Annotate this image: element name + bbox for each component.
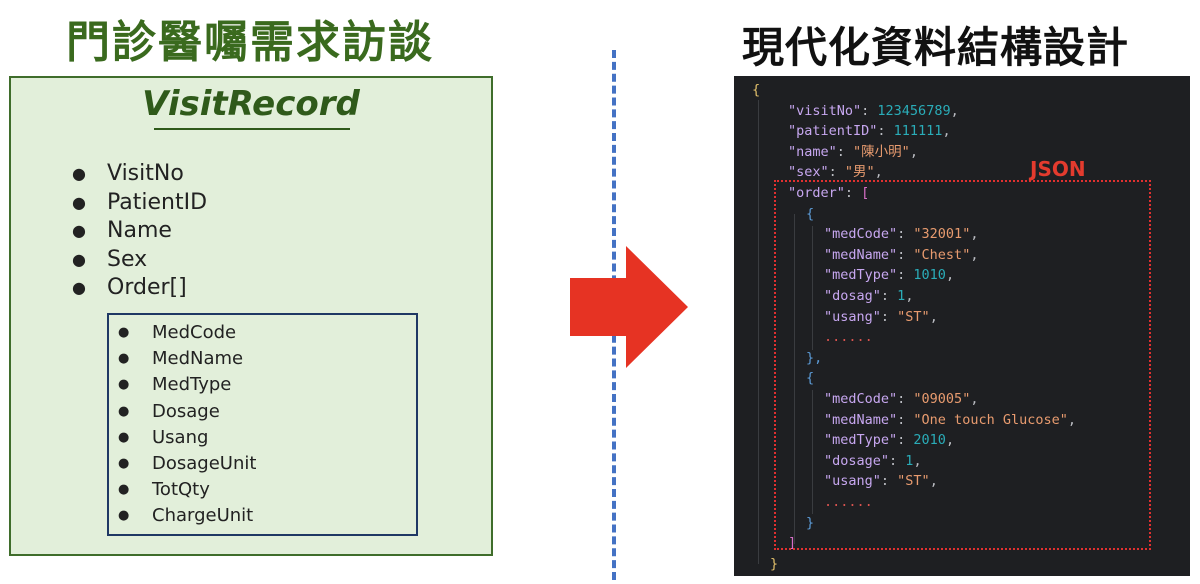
code-line: "visitNo": 123456789,	[788, 102, 959, 119]
code-line: "medCode": "09005",	[824, 391, 979, 407]
code-line: }	[770, 555, 779, 572]
code-line: "patientID": 111111,	[788, 123, 951, 140]
visit-record-panel	[9, 76, 493, 556]
order-field-label: MedCode	[152, 322, 237, 343]
order-field-label: MedType	[152, 374, 232, 396]
right-arrow-icon	[570, 246, 688, 368]
visit-record-title-underline	[154, 128, 350, 130]
code-line: {	[752, 82, 761, 98]
code-line: "medCode": "32001",	[824, 226, 979, 243]
indent-guide	[812, 226, 813, 350]
code-line: {	[806, 370, 815, 387]
bullet-icon: ●	[118, 351, 130, 367]
indent-guide	[812, 390, 813, 514]
order-fields-box	[107, 313, 418, 536]
bullet-icon: ●	[72, 278, 86, 297]
code-line: "dosage": 1,	[824, 452, 922, 469]
code-line: ......	[824, 329, 873, 346]
field-label: PatientID	[107, 189, 208, 215]
code-line: "medType": 1010,	[824, 267, 955, 284]
code-line: },	[806, 349, 823, 366]
order-field-label: DosageUnit	[152, 452, 257, 474]
order-field-label: TotQty	[152, 479, 210, 501]
code-line: "usang": "ST",	[824, 473, 938, 490]
order-field-label: ChargeUnit	[152, 505, 254, 527]
bullet-icon: ●	[118, 403, 130, 419]
code-line: {	[806, 205, 815, 222]
code-line: "sex": "男",	[788, 164, 883, 181]
code-line: "dosag": 1,	[824, 288, 914, 304]
indent-guide	[794, 214, 795, 544]
code-line: "medType": 2010,	[824, 432, 955, 449]
bullet-icon: ●	[118, 508, 130, 524]
field-label: Sex	[107, 246, 148, 272]
field-label: VisitNo	[107, 161, 184, 186]
code-line: "name": "陳小明",	[788, 143, 918, 160]
json-code-panel: { "visitNo": 123456789, "patientID": 111…	[734, 76, 1190, 576]
bullet-icon: ●	[118, 377, 130, 393]
order-field-label: MedName	[152, 348, 244, 370]
code-line: }	[806, 514, 815, 531]
bullet-icon: ●	[72, 164, 86, 183]
field-label: Order[]	[107, 275, 187, 300]
json-highlight-box	[774, 180, 1151, 550]
bullet-icon: ●	[72, 192, 86, 212]
bullet-icon: ●	[72, 221, 86, 240]
bullet-icon: ●	[118, 455, 130, 471]
bullet-icon: ●	[118, 482, 130, 498]
order-field-label: Dosage	[152, 400, 220, 422]
json-label: JSON	[1030, 157, 1086, 181]
indent-guide	[758, 100, 759, 564]
code-line: "order": [	[788, 185, 870, 201]
bullet-icon: ●	[118, 325, 130, 340]
code-line: "medName": "Chest",	[824, 246, 979, 263]
interview-title: 門診醫囑需求訪談	[66, 17, 434, 68]
code-line: "medName": "One touch Glucose",	[824, 411, 1076, 428]
bullet-icon: ●	[72, 249, 86, 269]
field-label: Name	[107, 218, 172, 243]
order-field-label: Usang	[152, 426, 209, 448]
design-title: 現代化資料結構設計	[742, 23, 1130, 72]
visit-record-title: VisitRecord	[142, 84, 360, 124]
code-line: ]	[788, 535, 797, 552]
bullet-icon: ●	[118, 429, 130, 445]
code-line: "usang": "ST",	[824, 308, 938, 325]
code-line: ......	[824, 494, 873, 510]
